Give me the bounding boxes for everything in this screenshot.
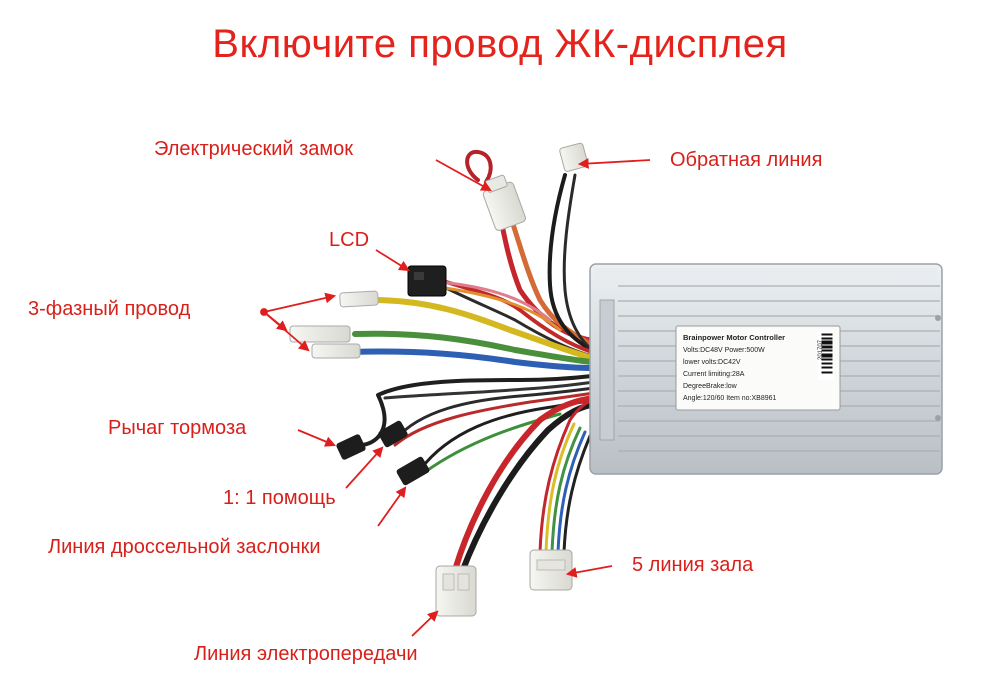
electric-lock-loop (465, 149, 493, 184)
pointer-brake (297, 429, 336, 447)
label-return-line: Обратная линия (670, 149, 823, 171)
hall-wire-black (562, 434, 592, 554)
motor-controller (589, 263, 943, 475)
lcd-connector (407, 265, 447, 297)
assist-wire-red (393, 391, 596, 447)
barcode-text: 201707 (818, 339, 824, 360)
spec-line-4: DegreeBrake:low (683, 383, 737, 390)
return-line-wire (547, 173, 594, 352)
hall-wire-yellow (544, 422, 576, 554)
phase-terminal-1 (339, 290, 379, 308)
pointer-hall (565, 565, 613, 578)
barcode-bar (821, 340, 833, 345)
barcode-bar (821, 337, 833, 340)
barcode-bar (821, 362, 833, 365)
pointer-return-line (577, 158, 651, 169)
phase-wire-yellow (369, 297, 595, 361)
lcd-wire-pink (438, 280, 552, 322)
label-electric-lock: Электрический замок (154, 138, 354, 160)
spec-label (675, 325, 841, 411)
phase-terminal-3 (311, 343, 361, 359)
lcd-wire-dark (438, 283, 594, 358)
label-lcd: LCD (329, 229, 370, 251)
label-throttle: Линия дроссельной заслонки (48, 536, 321, 558)
electric-lock-connector (482, 174, 526, 231)
label-power: Линия электропередачи (194, 643, 418, 665)
pointer-assist (345, 446, 384, 489)
hall-wire-green (550, 426, 582, 554)
connectors (289, 142, 589, 617)
hall-wire-red (538, 396, 600, 554)
return-line-wire-2 (562, 173, 596, 354)
assist-wire (393, 386, 596, 442)
power-wire-red (452, 395, 597, 573)
barcode-bar (821, 333, 833, 336)
throttle-connector (396, 456, 430, 486)
pointer-phase-3 (263, 311, 310, 352)
spec-line-5: Angle:120/60 Item no:XB8961 (683, 395, 777, 402)
label-assist: 1: 1 помощь (223, 487, 336, 509)
barcode-bar (821, 345, 833, 349)
assist-connector (378, 420, 408, 448)
lcd-wire-orange (443, 286, 562, 332)
power-connector (435, 565, 477, 617)
barcode-bar (821, 366, 833, 369)
label-brake-lever: Рычаг тормоза (108, 417, 247, 439)
label-three-phase: 3-фазный провод (28, 298, 191, 320)
brake-wire-dark (383, 380, 596, 400)
wire-bundle (347, 149, 600, 575)
pointer-electric-lock (435, 159, 492, 192)
page-title: Включите провод ЖК-дисплея (212, 22, 788, 66)
pointer-lcd (375, 249, 410, 272)
barcode-bar (821, 349, 833, 352)
barcode-bar (821, 353, 833, 358)
label-hall: 5 линия зала (632, 554, 754, 576)
phase-wire-green (352, 330, 595, 365)
pointer-phase-1 (263, 292, 337, 313)
brake-connector (336, 434, 366, 460)
pointer-arrows (260, 158, 651, 637)
electric-lock-wire-orange (507, 212, 595, 348)
spec-line-1: Volts:DC48V Power:500W (683, 347, 765, 354)
spec-heading: Brainpower Motor Controller (683, 333, 786, 342)
phase-terminal-2 (289, 325, 351, 343)
return-line-connector (559, 142, 589, 172)
pointer-throttle (377, 486, 407, 527)
spec-line-3: Current limiting:28A (683, 371, 745, 378)
phase-wire-blue (347, 348, 595, 371)
pointer-power (411, 610, 439, 637)
cooling-fins (618, 285, 940, 452)
hall-wire-blue (556, 430, 587, 554)
barcode-bar (821, 358, 833, 361)
lcd-wire-red (438, 278, 594, 354)
spec-line-2: lower volts:DC42V (683, 359, 741, 366)
hall-connector (529, 549, 573, 591)
barcode-bar (821, 371, 833, 374)
